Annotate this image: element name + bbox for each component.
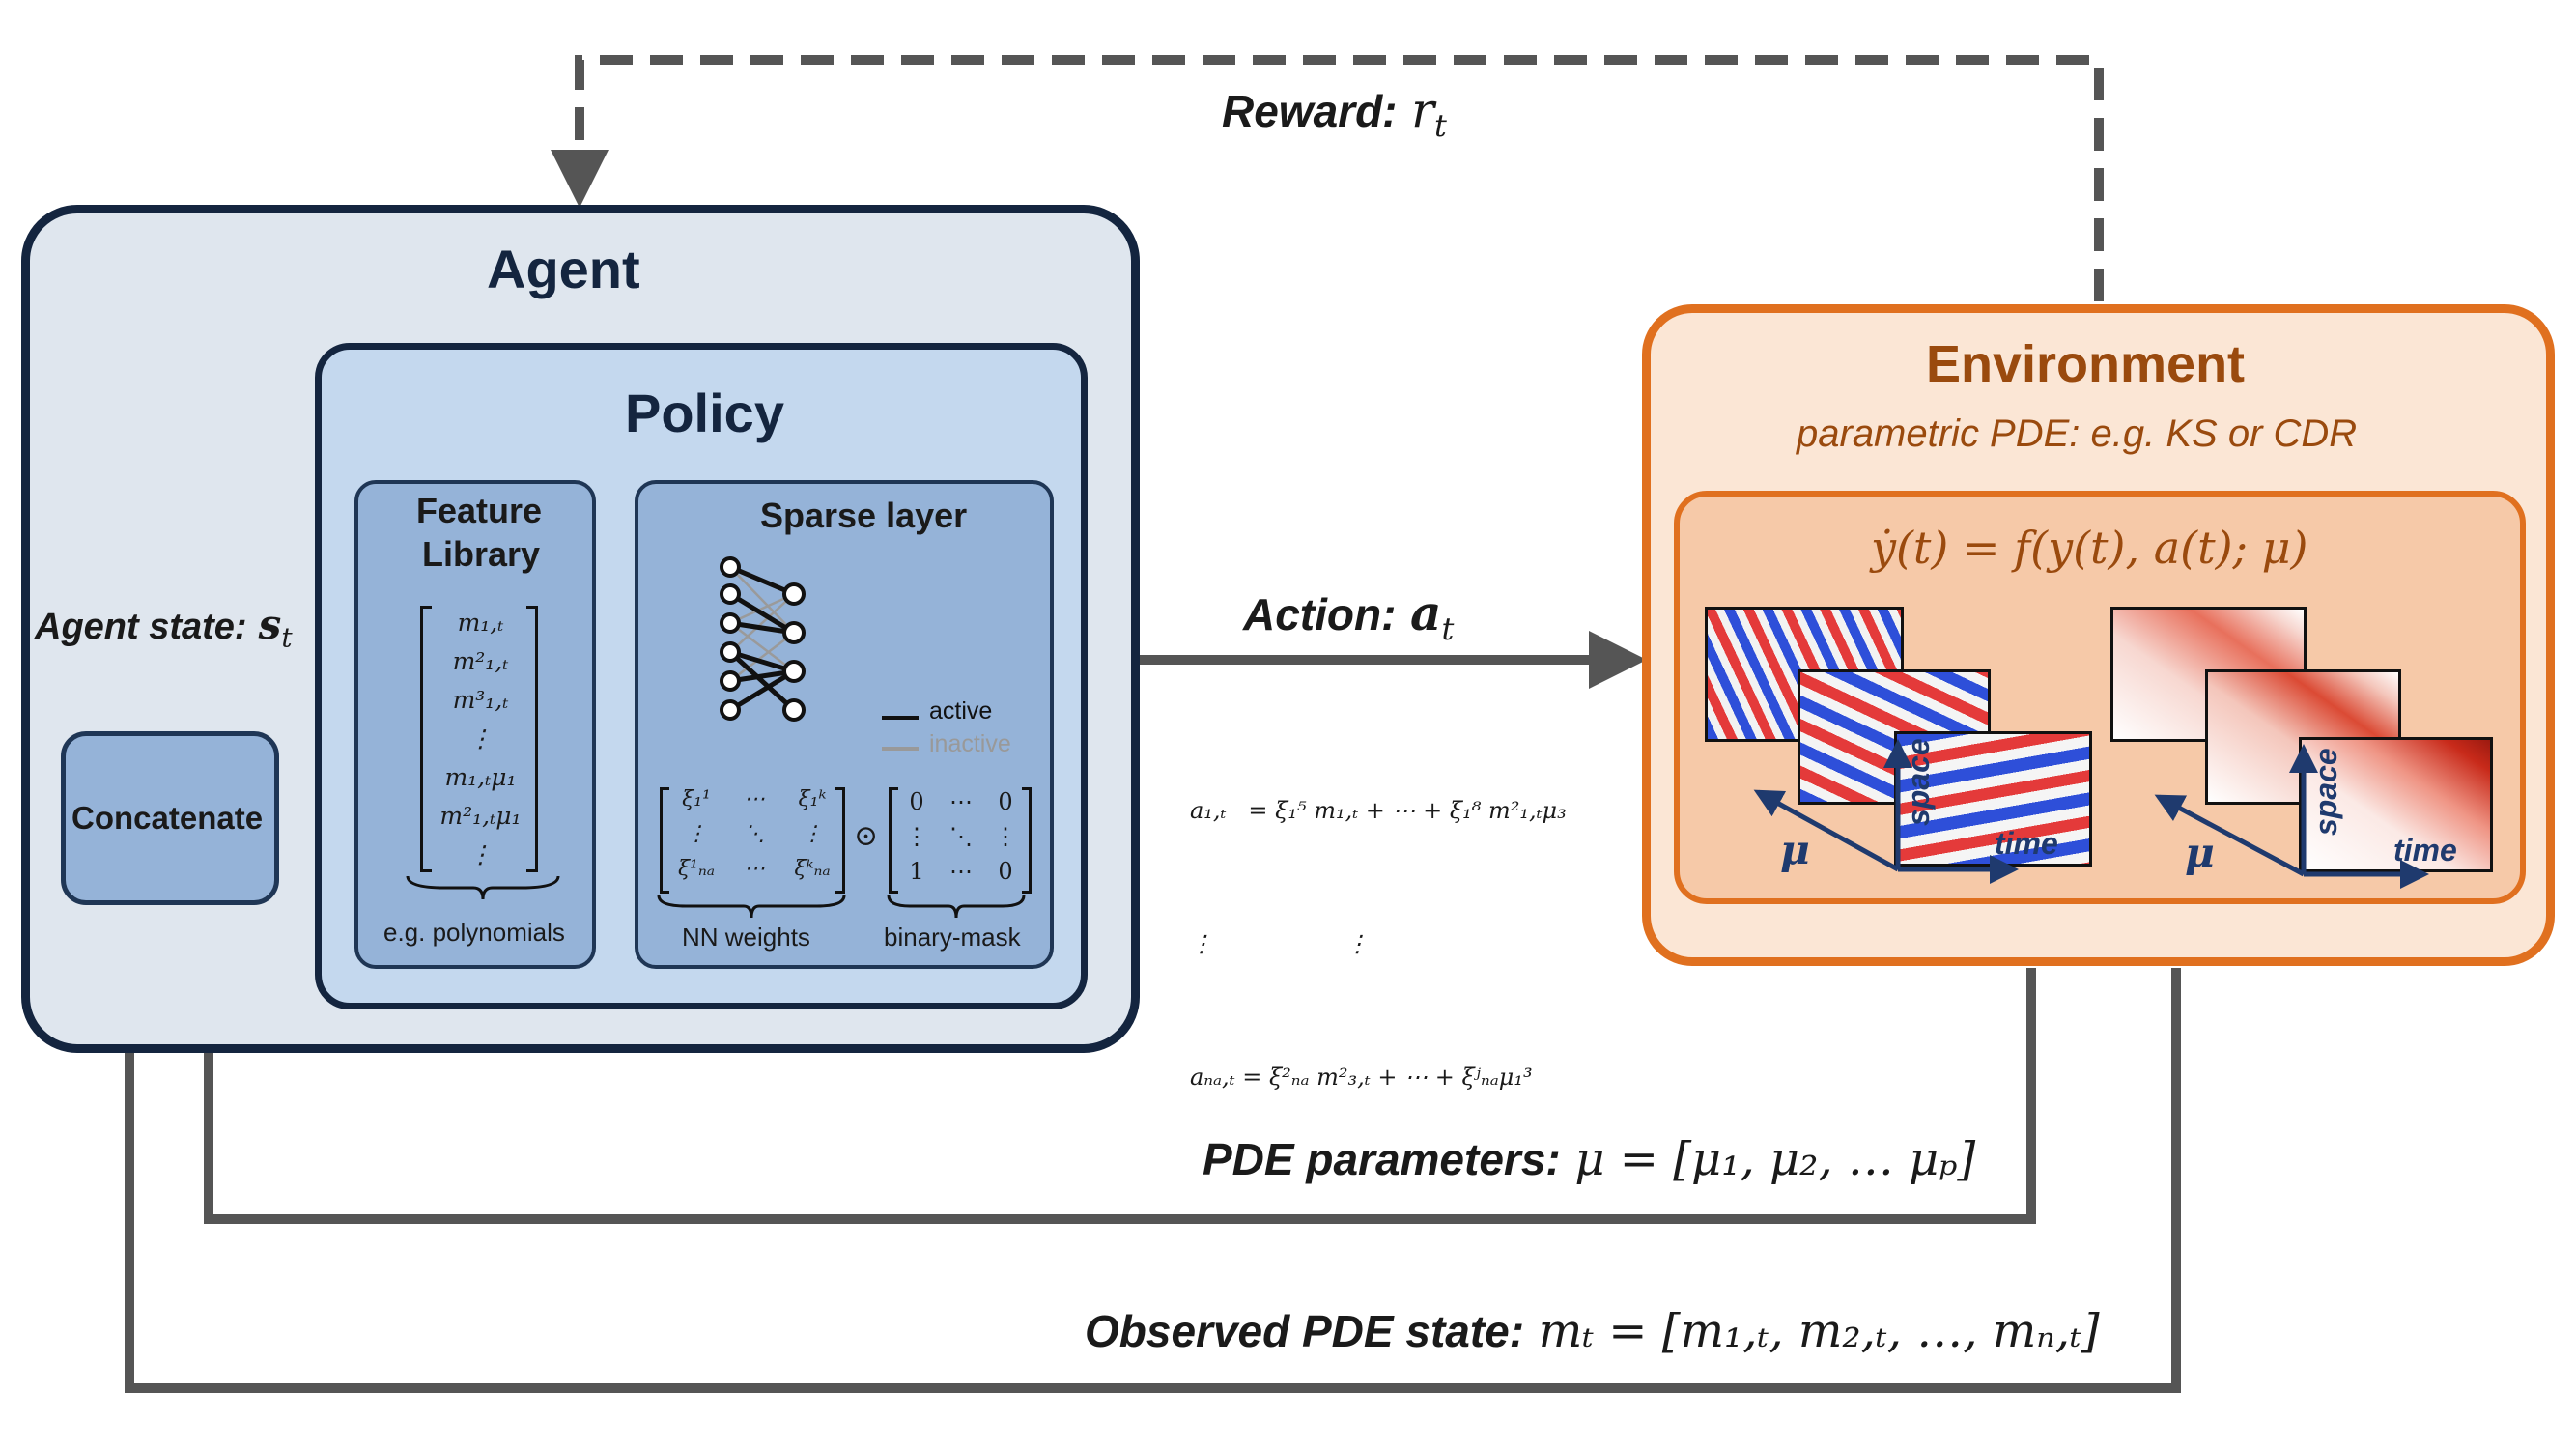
feature-vector-entries: m₁,ₜ m²₁,ₜ m³₁,ₜ ⋮ m₁,ₜμ₁ m²₁,ₜμ₁ ⋮ [420,604,541,874]
observed-state-label: Observed PDE state: mₜ = [m₁,ₜ, m₂,ₜ, …,… [1085,1304,2100,1358]
feature-brace [406,875,560,900]
feature-entry: m³₁,ₜ [452,686,509,714]
weights-matrix-bracket [660,787,845,894]
ks-space-axis-label: space [1901,738,1936,826]
feature-library-caption: e.g. polynomials [383,918,565,947]
environment-subtitle: parametric PDE: e.g. KS or CDR [1797,412,2358,455]
pde-parameters-label: PDE parameters: μ = [μ₁, μ₂, … μₚ] [1203,1132,1976,1186]
action-equations: a₁,ₜ = ξ₁⁵ m₁,ₜ + ⋯ + ξ₁⁸ m²₁,ₜμ₃ ⋮ ⋮ aₙ… [1190,699,1567,1144]
mask-matrix: 0⋯0 ⋮⋱⋮ 1⋯0 [905,788,1017,885]
action-label: Action: at [1243,584,1455,648]
reward-arrow [551,55,2104,301]
ks-mu-axis-label: μ [1780,826,1810,873]
mask-caption: binary-mask [884,923,1021,952]
feature-entry: m²₁,ₜμ₁ [439,802,522,830]
feature-library-title-2: Library [422,534,541,574]
cdr-mu-axis-label: μ [2185,829,2215,876]
pde-parameters-arrow [180,908,2036,1224]
observed-state-arrow [100,908,2181,1393]
action-equation: ⋮ ⋮ [1190,930,1370,957]
feature-entry: m₁,ₜμ₁ [444,763,517,791]
feature-entry: ⋮ [468,840,493,868]
sparse-layer-title: Sparse layer [760,496,968,535]
weights-matrix: ξ₁¹⋯ξ₁ᵏ ⋮⋱⋮ ξ¹ₙₐ⋯ξᵏₙₐ [677,787,831,881]
policy-title: Policy [625,383,784,443]
concatenate-box [61,731,279,905]
legend-active-label: active [929,697,993,724]
feature-entry: m²₁,ₜ [452,647,509,675]
mask-matrix-bracket [889,787,1032,894]
cdr-heatmap-front [2299,737,2493,872]
action-equation: aₙₐ,ₜ = ξ²ₙₐ m²₃,ₜ + ⋯ + ξʲₙₐμ₁³ [1190,1064,1533,1091]
agent-title: Agent [487,239,640,299]
environment-title: Environment [1926,335,2246,393]
hadamard-operator: ⊙ [854,819,879,853]
cdr-space-axis-label: space [2308,748,2343,836]
feature-library-title-1: Feature [416,491,543,530]
weights-caption: NN weights [682,923,810,952]
concatenate-label: Concatenate [71,800,264,836]
ks-time-axis-label: time [1995,826,2058,861]
sparse-braces [657,895,1026,919]
action-equation: a₁,ₜ = ξ₁⁵ m₁,ₜ + ⋯ + ξ₁⁸ m²₁,ₜμ₃ [1190,797,1567,824]
feature-vector-bracket [420,606,538,872]
reward-label: Reward: rt [1222,82,1447,145]
legend-active-swatch [882,716,919,720]
agent-state-label: Agent state: st [35,601,293,654]
network-icon [720,556,806,722]
cdr-time-axis-label: time [2393,833,2457,867]
legend-inactive-swatch [882,747,919,751]
feature-entry: ⋮ [468,724,493,753]
pde-equation: ẏ(t) = f(y(t), a(t); μ) [1871,522,2308,574]
feature-entry: m₁,ₜ [457,609,504,637]
legend-inactive-label: inactive [929,730,1011,757]
